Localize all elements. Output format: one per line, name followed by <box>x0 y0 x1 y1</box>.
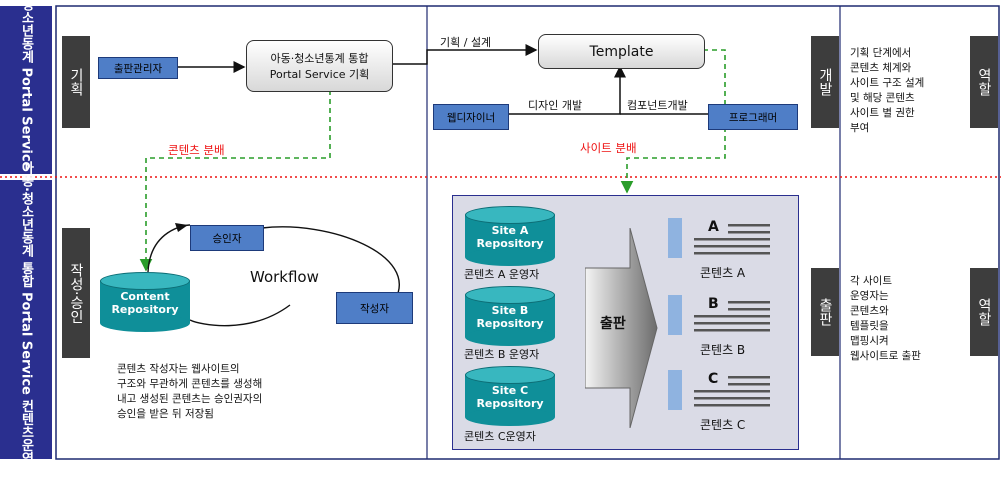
band-bottom: 아동·청소년동계 통합 Portal Service 컨텐츠운영팀 <box>0 161 52 478</box>
template-box: Template <box>538 34 705 69</box>
doc-c-caption: 콘텐츠 C <box>700 418 746 432</box>
edge-label-design-dev: 디자인 개발 <box>528 99 583 112</box>
stage-role-bottom: 역할 <box>970 268 998 356</box>
site-c-operator: 콘텐츠 C운영자 <box>464 430 536 443</box>
workflow-description: 콘텐츠 작성자는 웹사이트의 구조와 무관하게 콘텐츠를 생성해 내고 생성된 … <box>117 363 263 420</box>
stage-plan: 기획 <box>62 36 90 128</box>
content-dist-label: 콘텐츠 분배 <box>168 143 225 157</box>
doc-b-letter: B <box>708 296 719 312</box>
workflow-label: Workflow <box>250 268 319 286</box>
stage-publish: 출판 <box>811 268 839 356</box>
doc-c-letter: C <box>708 371 719 387</box>
approver-box: 승인자 <box>190 225 264 251</box>
doc-a-caption: 콘텐츠 A <box>700 266 746 280</box>
role-top-description: 기획 단계에서 콘텐츠 체계와 사이트 구조 설계 및 해당 콘텐츠 사이트 별… <box>850 47 925 134</box>
outer-frame <box>55 5 1000 460</box>
doc-a-icon <box>668 218 770 258</box>
band-top-label: 아동·청소년동계 Portal Service 총괄팀 <box>18 0 34 214</box>
programmer-box: 프로그래머 <box>708 104 798 130</box>
doc-b-icon <box>668 295 770 335</box>
publisher-box: 출판관리자 <box>98 57 178 79</box>
doc-c-icon <box>668 370 770 410</box>
site-dist-label: 사이트 분배 <box>580 141 637 155</box>
portal-planning-box: 아동·청소년통계 통합 Portal Service 기획 <box>246 40 393 92</box>
band-bottom-label: 아동·청소년동계 통합 Portal Service 컨텐츠운영팀 <box>18 161 34 478</box>
writer-box: 작성자 <box>336 292 413 324</box>
edge-label-plan-design: 기획 / 설계 <box>440 36 492 49</box>
doc-a-letter: A <box>708 219 719 235</box>
edge-label-component-dev: 컴포넌트개발 <box>627 99 688 112</box>
edge-site-dist <box>620 49 726 194</box>
site-a-operator: 콘텐츠 A 운영자 <box>464 268 540 281</box>
doc-b-caption: 콘텐츠 B <box>700 343 746 357</box>
site-b-operator: 콘텐츠 B 운영자 <box>464 348 540 361</box>
band-top: 아동·청소년동계 Portal Service 총괄팀 <box>0 0 52 213</box>
role-bottom-description: 각 사이트 운영자는 콘텐츠와 템플릿을 맵핑시켜 웹사이트로 출판 <box>850 275 921 362</box>
publish-arrow-label: 출판 <box>600 316 626 332</box>
stage-develop: 개발 <box>811 36 839 128</box>
edge-portal-template <box>391 44 538 65</box>
publish-arrow <box>585 228 658 428</box>
web-designer-box: 웹디자이너 <box>433 104 509 130</box>
edge-content-dist <box>139 90 331 272</box>
stage-role-top: 역할 <box>970 36 998 128</box>
stage-write-approve: 작성·승인 <box>62 228 90 358</box>
